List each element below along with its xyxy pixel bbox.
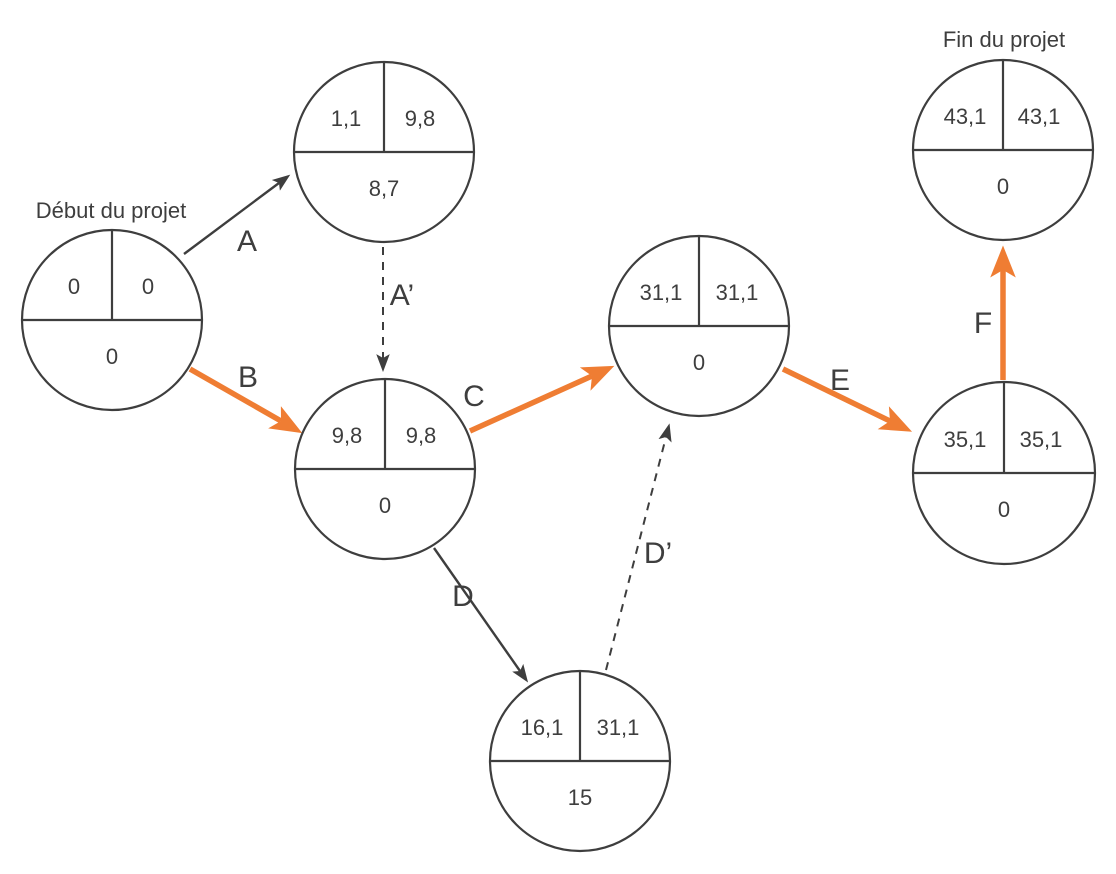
edges: A A’ B C D D’ E	[183, 174, 1016, 683]
node-start: Début du projet 0 0 0	[20, 198, 204, 412]
edge-c-label: C	[463, 380, 485, 413]
edge-a-arrow	[183, 174, 291, 255]
node-start-early: 0	[68, 274, 80, 299]
node-after-a-early: 1,1	[331, 106, 362, 131]
edge-e-arrow	[781, 366, 913, 432]
node-after-c-early: 31,1	[640, 280, 683, 305]
node-after-b: 9,8 9,8 0	[293, 377, 477, 561]
edge-b-arrow	[188, 366, 303, 434]
edge-c-arrow	[468, 365, 615, 434]
edge-a-label: A	[237, 225, 257, 258]
node-start-slack: 0	[106, 344, 118, 369]
node-start-late: 0	[142, 274, 154, 299]
edge-c: C	[463, 365, 615, 434]
edge-f: F	[974, 245, 1016, 380]
edge-d-prime-label: D’	[644, 537, 672, 570]
node-after-c-slack: 0	[693, 350, 705, 375]
node-after-d: 16,1 31,1 15	[488, 669, 672, 853]
node-start-title: Début du projet	[36, 198, 186, 223]
edge-d: D	[433, 547, 529, 683]
edge-d-prime-arrow	[605, 423, 672, 671]
edge-d-prime: D’	[605, 423, 672, 671]
edge-b-label: B	[238, 361, 258, 394]
node-end: Fin du projet 43,1 43,1 0	[911, 27, 1095, 242]
node-after-e-slack: 0	[998, 497, 1010, 522]
node-after-a: 1,1 9,8 8,7	[292, 60, 476, 244]
edge-d-label: D	[452, 580, 474, 613]
node-after-a-slack: 8,7	[369, 176, 400, 201]
node-after-b-early: 9,8	[332, 423, 363, 448]
node-end-late: 43,1	[1018, 104, 1061, 129]
node-end-early: 43,1	[944, 104, 987, 129]
node-after-c-late: 31,1	[716, 280, 759, 305]
node-after-b-slack: 0	[379, 493, 391, 518]
node-after-d-early: 16,1	[521, 715, 564, 740]
edge-f-label: F	[974, 307, 992, 340]
node-after-e-late: 35,1	[1020, 427, 1063, 452]
edge-a-prime: A’	[376, 247, 414, 373]
node-after-b-late: 9,8	[406, 423, 437, 448]
edge-a-prime-label: A’	[390, 279, 414, 312]
node-after-d-slack: 15	[568, 785, 592, 810]
nodes: Début du projet 0 0 0 1,1 9,8 8,7 9,8 9,…	[20, 27, 1097, 853]
node-end-title: Fin du projet	[943, 27, 1065, 52]
node-after-e: 35,1 35,1 0	[911, 380, 1097, 566]
node-end-slack: 0	[997, 174, 1009, 199]
edge-d-arrow	[433, 547, 529, 683]
edge-e-label: E	[830, 364, 850, 397]
edge-a: A	[183, 174, 291, 258]
edge-e: E	[781, 364, 913, 432]
node-after-a-late: 9,8	[405, 106, 436, 131]
node-after-c: 31,1 31,1 0	[607, 234, 791, 418]
node-after-d-late: 31,1	[597, 715, 640, 740]
node-after-e-early: 35,1	[944, 427, 987, 452]
edge-b: B	[188, 361, 303, 434]
